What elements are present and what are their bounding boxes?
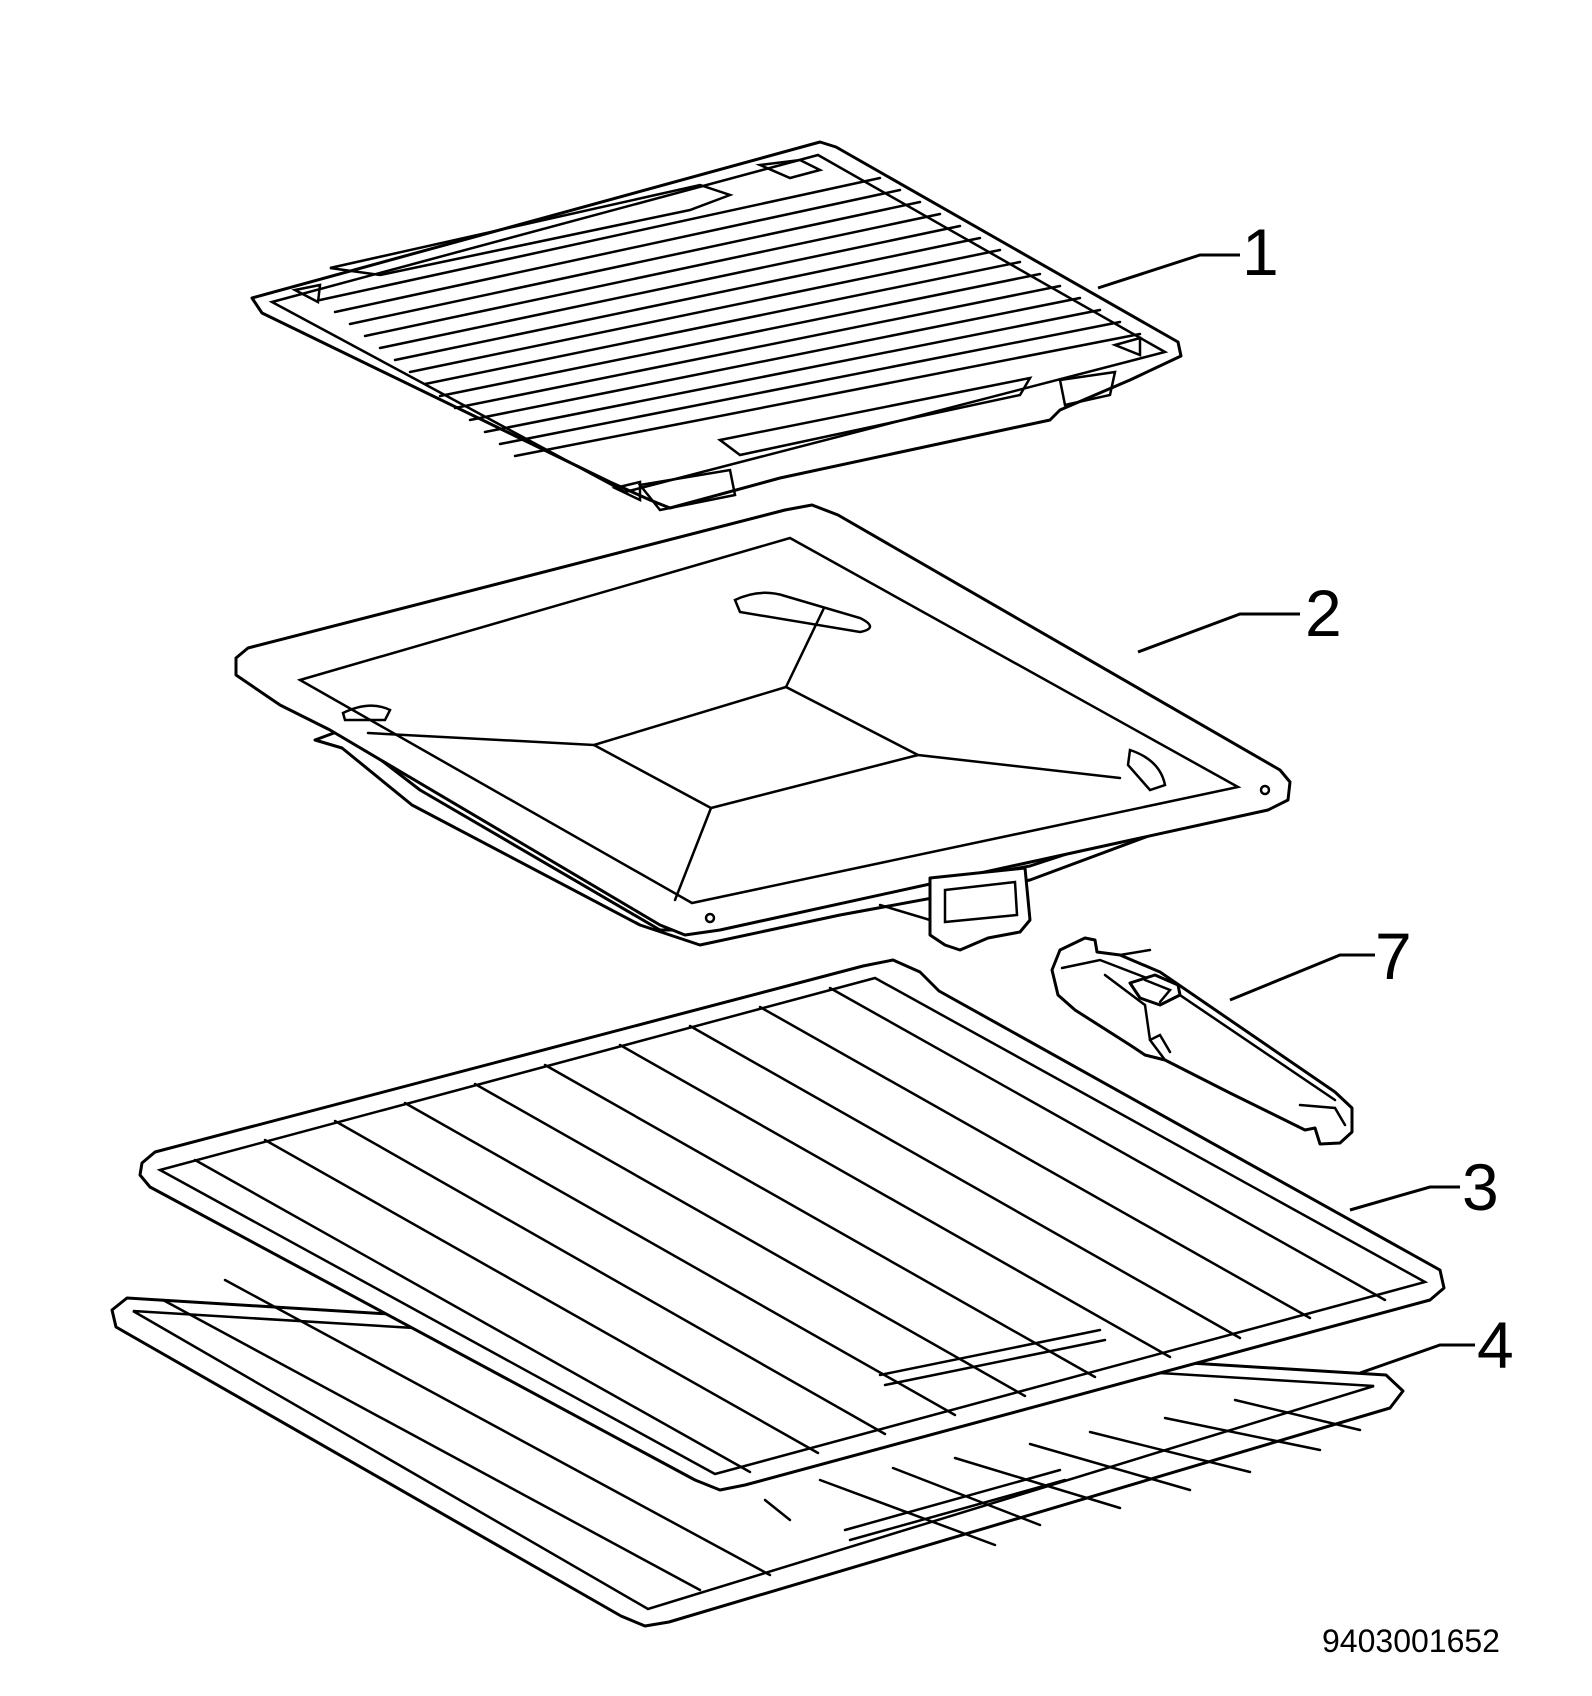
leader-2 xyxy=(1137,612,1300,654)
callout-4: 4 xyxy=(1477,1308,1514,1382)
callout-7: 7 xyxy=(1375,919,1412,993)
lower-shelf-rods xyxy=(161,1278,1362,1592)
grill-grid xyxy=(250,140,1183,512)
grill-grid-rods xyxy=(318,176,1142,458)
handle-release-button xyxy=(1128,973,1182,1007)
callout-3: 3 xyxy=(1462,1150,1499,1224)
leader-1 xyxy=(1097,253,1240,290)
leader-4 xyxy=(1359,1343,1475,1375)
callout-1: 1 xyxy=(1242,215,1279,289)
leader-7 xyxy=(1229,953,1375,1002)
tray-handle xyxy=(1050,936,1354,1146)
drip-tray xyxy=(234,503,1292,952)
upper-shelf-rods xyxy=(193,986,1387,1474)
wire-shelf-upper xyxy=(138,958,1446,1492)
document-number: 9403001652 xyxy=(1322,1623,1500,1659)
leader-lines xyxy=(1097,253,1475,1375)
leader-3 xyxy=(1349,1185,1460,1212)
callout-2: 2 xyxy=(1305,576,1342,650)
callouts: 1 2 7 3 4 xyxy=(1242,215,1514,1382)
